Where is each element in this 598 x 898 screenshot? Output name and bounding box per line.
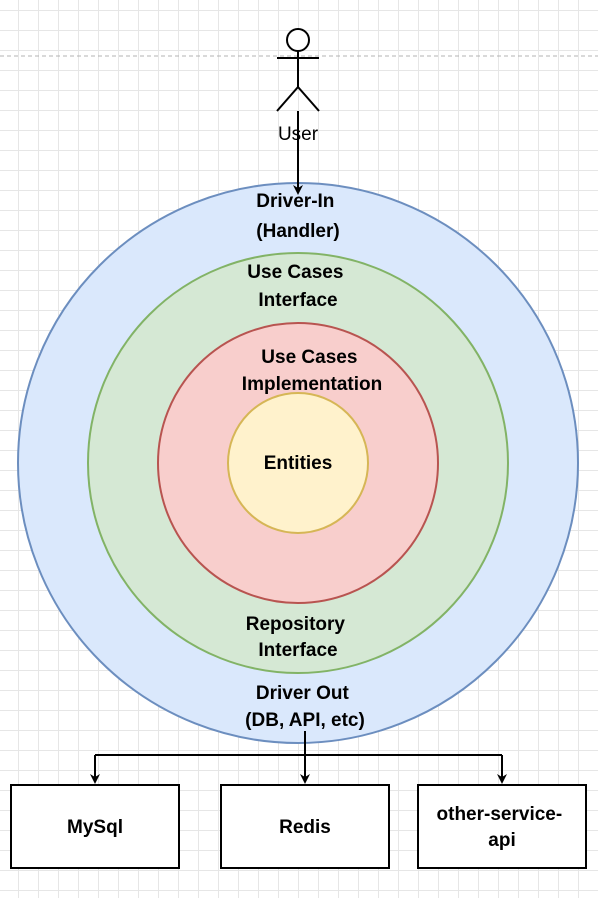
- entities-circle[interactable]: [227, 392, 369, 534]
- entities-label: Entities: [264, 453, 333, 474]
- redis-box[interactable]: [220, 784, 390, 869]
- mysql-label: MySql: [67, 817, 123, 838]
- redis-label: Redis: [279, 817, 331, 838]
- repository-interface-label: Repository Interface: [246, 614, 351, 661]
- mysql-box[interactable]: [10, 784, 180, 869]
- use-cases-implementation-label: Use Cases Implementation: [242, 347, 382, 395]
- other-service-api-box[interactable]: [417, 784, 587, 869]
- driver-in-label: Driver-In (Handler): [256, 191, 339, 242]
- use-cases-interface-label: Use Cases Interface: [247, 262, 348, 311]
- other-service-api-label: other-service- api: [437, 804, 568, 851]
- driver-out-label: Driver Out (DB, API, etc): [245, 683, 365, 731]
- user-actor-icon[interactable]: [276, 28, 320, 112]
- driver-out-connectors: [90, 731, 507, 784]
